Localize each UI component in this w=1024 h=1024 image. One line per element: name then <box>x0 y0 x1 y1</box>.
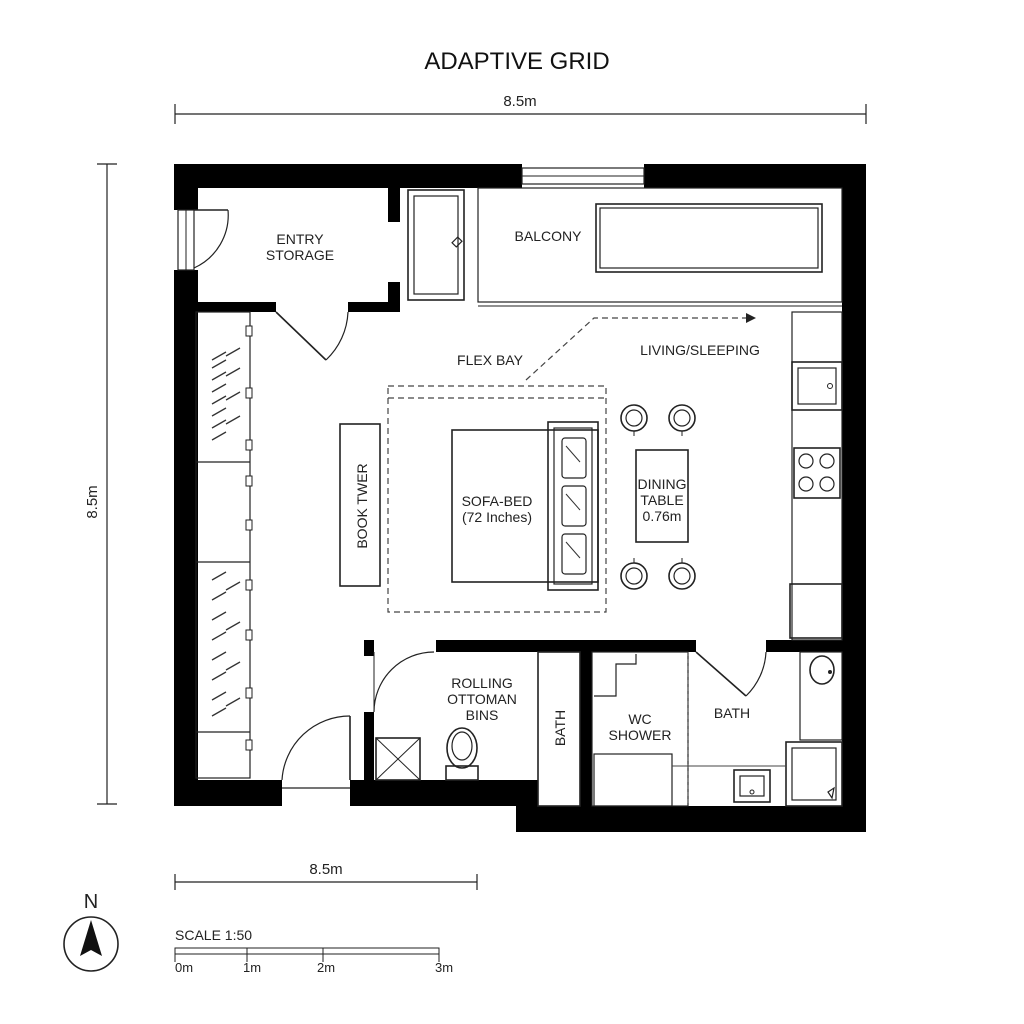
exterior-walls <box>174 164 866 832</box>
ottoman-label-line1: ROLLING <box>451 675 512 691</box>
scale-tick-3: 3m <box>435 960 453 975</box>
bath-cabinet: BATH <box>537 651 581 807</box>
ottoman-label-line3: BINS <box>466 707 499 723</box>
ottoman-label-line2: OTTOMAN <box>447 691 517 707</box>
sink-icon <box>733 769 771 803</box>
entry-storage-label-line2: STORAGE <box>266 247 334 263</box>
ottoman-room: ROLLING OTTOMAN BINS <box>373 651 517 781</box>
bottom-dimension-label: 8.5m <box>309 861 342 878</box>
book-tower-label: BOOK TWER <box>354 463 370 548</box>
fridge <box>789 583 843 639</box>
dining-label-line1: DINING <box>638 476 687 492</box>
living-sleeping-label: LIVING/SLEEPING <box>640 342 760 358</box>
left-dimension: 8.5m <box>84 163 117 805</box>
north-label: N <box>84 891 98 913</box>
flex-bay-label: FLEX BAY <box>457 352 524 368</box>
tall-cabinet <box>407 189 465 301</box>
dining-label-line2: TABLE <box>640 492 683 508</box>
toilet-icon <box>445 727 479 781</box>
balcony-area <box>477 187 843 307</box>
bath-label: BATH <box>714 705 750 721</box>
left-dimension-label: 8.5m <box>84 485 101 518</box>
scale-tick-0: 0m <box>175 960 193 975</box>
bath-room: BATH <box>672 651 843 807</box>
balcony-window <box>521 167 645 185</box>
dining-label-line3: 0.76m <box>643 508 682 524</box>
balcony-label: BALCONY <box>515 228 583 244</box>
entry-storage-label-line1: ENTRY <box>276 231 324 247</box>
top-dimension-label: 8.5m <box>503 93 536 110</box>
scale-tick-2: 2m <box>317 960 335 975</box>
toilet-icon <box>809 655 835 685</box>
dining-chairs <box>620 404 696 590</box>
book-tower: BOOK TWER <box>339 423 381 587</box>
cooktop-icon <box>793 447 841 499</box>
plan-title: ADAPTIVE GRID <box>424 48 609 75</box>
bottom-dimension: 8.5m <box>174 861 478 890</box>
sink <box>791 361 843 411</box>
sofa-bed: SOFA-BED (72 Inches) <box>451 421 599 591</box>
bath-vertical-label: BATH <box>552 710 568 746</box>
wc-shower-room: WC SHOWER <box>591 651 689 807</box>
interior-walls <box>198 188 842 806</box>
scale-bar: SCALE 1:50 0m 1m 2m 3m <box>174 927 453 975</box>
main-door[interactable] <box>281 715 351 789</box>
dining-table: DINING TABLE 0.76m <box>635 449 689 543</box>
flex-arrow <box>525 313 756 381</box>
wc-label-line1: WC <box>628 711 651 727</box>
entry-door[interactable] <box>177 209 229 271</box>
scale-tick-1: 1m <box>243 960 261 975</box>
wardrobe-storage <box>195 311 253 779</box>
top-dimension: 8.5m <box>174 93 867 124</box>
wc-label-line2: SHOWER <box>609 727 672 743</box>
entry-inner-door[interactable] <box>275 311 349 361</box>
north-arrow-icon: N <box>63 891 119 972</box>
kitchen-counter <box>789 311 843 641</box>
sofa-bed-label-line2: (72 Inches) <box>462 509 532 525</box>
sofa-bed-label-line1: SOFA-BED <box>462 493 533 509</box>
scale-title: SCALE 1:50 <box>175 927 252 943</box>
flex-bay-zone <box>387 385 607 613</box>
